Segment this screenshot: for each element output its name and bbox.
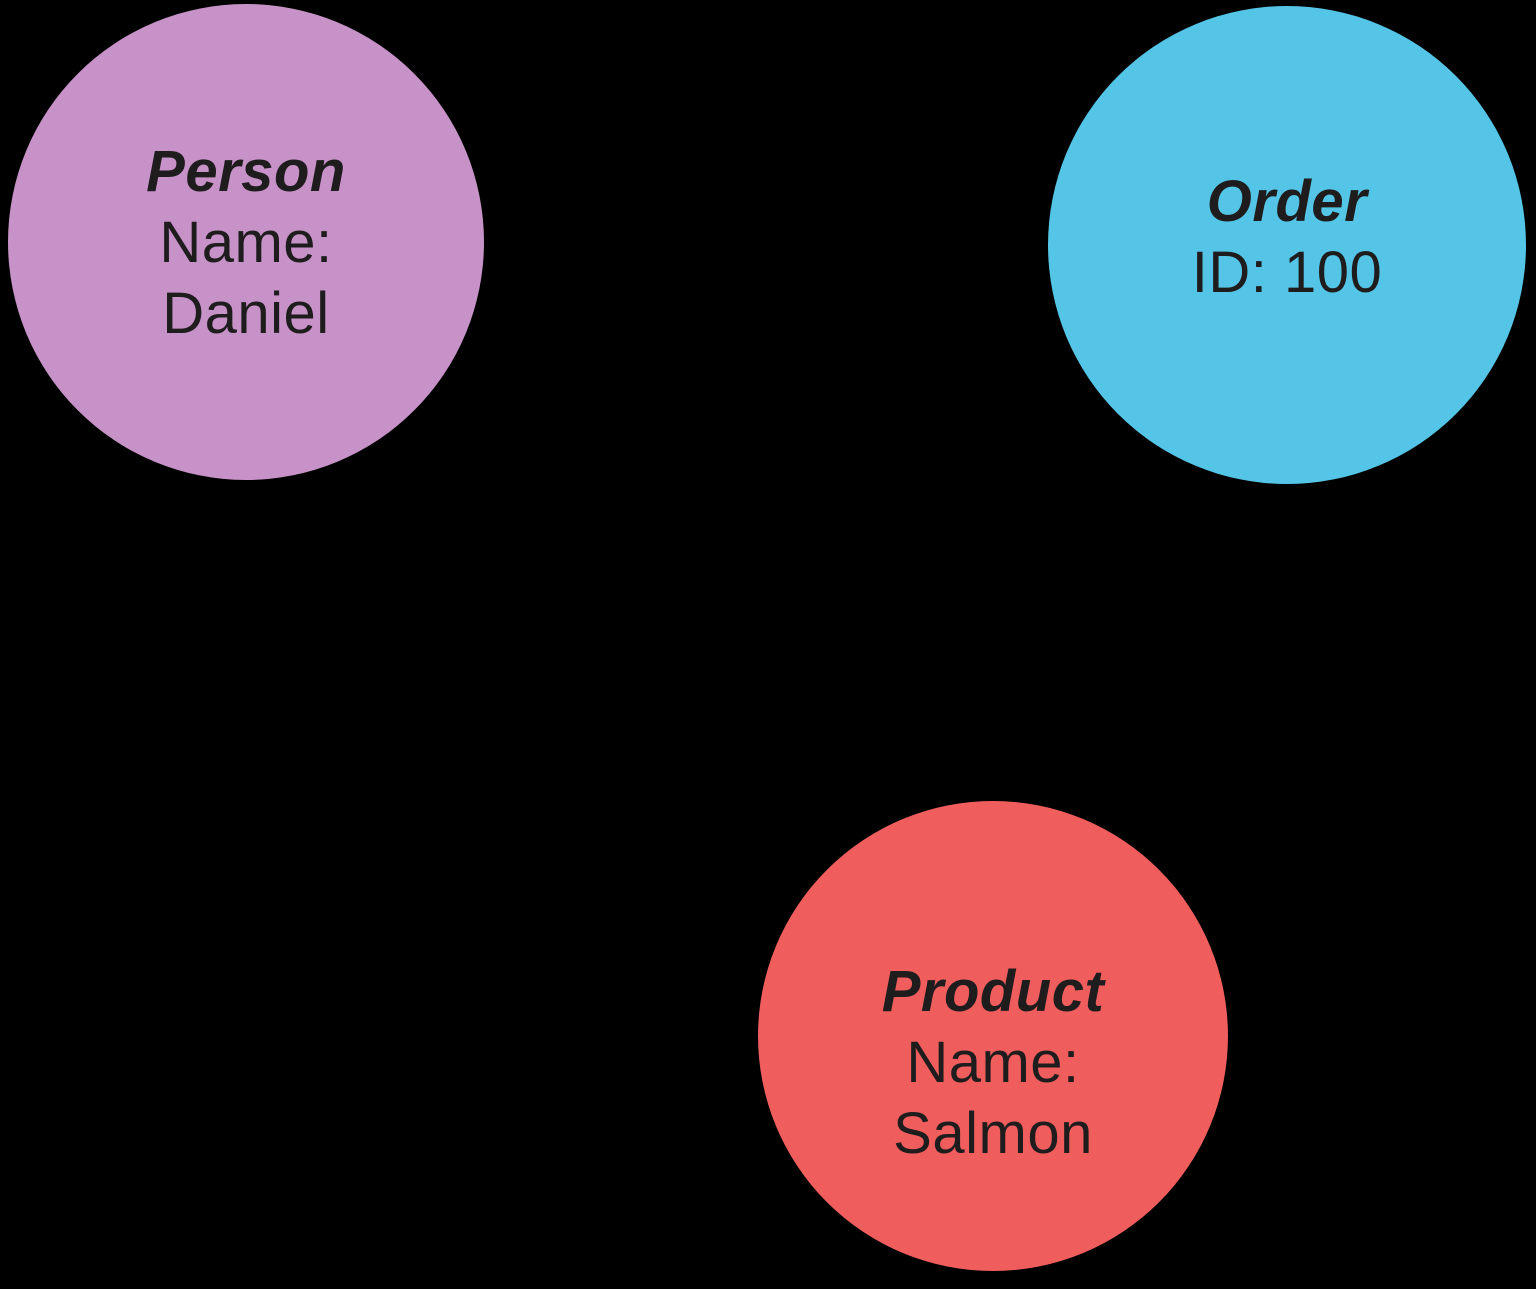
node-product-label: Product (881, 958, 1105, 1024)
node-product: Product Name: Salmon (758, 801, 1228, 1271)
node-product-property-value: Salmon (893, 1100, 1093, 1166)
node-person-label: Person (146, 138, 346, 204)
node-person-property-key: Name: (159, 209, 333, 275)
node-order-label: Order (1206, 169, 1368, 234)
node-product-text: Product Name: Salmon (882, 956, 1105, 1169)
node-order-text: Order ID: 100 (1192, 166, 1383, 308)
node-person-property-value: Daniel (162, 280, 330, 346)
node-order: Order ID: 100 (1048, 6, 1526, 484)
node-person: Person Name: Daniel (8, 4, 484, 480)
node-product-property-key: Name: (906, 1029, 1080, 1095)
node-person-text: Person Name: Daniel (146, 136, 346, 349)
node-order-property-id: ID: 100 (1191, 240, 1383, 305)
